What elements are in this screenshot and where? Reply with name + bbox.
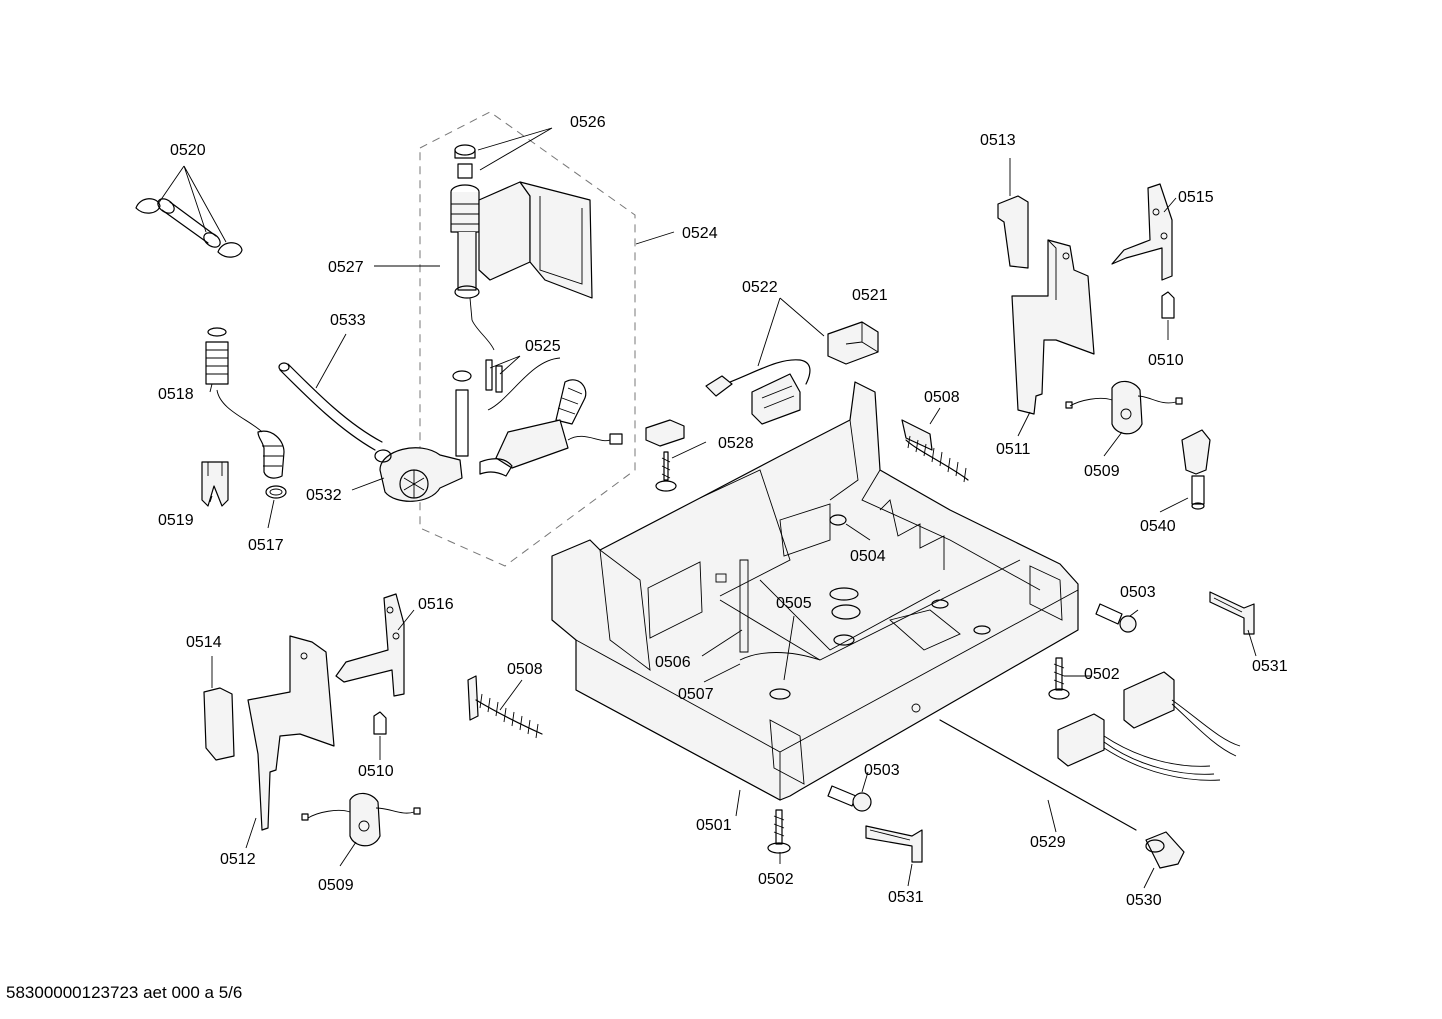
part-0510-clip-left <box>373 711 387 735</box>
label-0509-right: 0509 <box>1084 463 1120 480</box>
leader-lines <box>157 127 1257 889</box>
label-0517: 0517 <box>248 537 284 554</box>
part-0528-bracket-screw <box>645 419 685 492</box>
document-footer-id: 58300000123723 aet 000 a 5/6 <box>6 983 242 1002</box>
label-0531-bottom: 0531 <box>888 889 924 906</box>
label-0502-right: 0502 <box>1084 666 1120 683</box>
label-0526: 0526 <box>570 114 606 131</box>
part-0529-rod <box>939 719 1137 831</box>
label-0508-right: 0508 <box>924 389 960 406</box>
label-0528: 0528 <box>718 435 754 452</box>
label-0502-bottom: 0502 <box>758 871 794 888</box>
part-0521-connector-housing <box>827 321 879 365</box>
part-0516-small-bracket <box>335 593 405 697</box>
label-0518: 0518 <box>158 386 194 403</box>
part-0502-screw-right <box>1048 657 1070 700</box>
part-0509-sensor-left <box>301 792 421 847</box>
part-0540-sensor-probe <box>1181 429 1211 510</box>
label-0521: 0521 <box>852 287 888 304</box>
label-0508-left: 0508 <box>507 661 543 678</box>
label-0531-right: 0531 <box>1252 658 1288 675</box>
part-0515-small-bracket <box>1111 183 1173 281</box>
part-0508-spring-right <box>901 419 969 483</box>
assembly-0524-boundary <box>419 111 636 567</box>
part-0526-valve-caps <box>454 144 476 179</box>
label-0503-right: 0503 <box>1120 584 1156 601</box>
part-0508-spring-left <box>467 675 543 739</box>
part-0513-bracket <box>997 195 1029 269</box>
label-0511: 0511 <box>996 441 1031 458</box>
label-0520: 0520 <box>170 142 206 159</box>
part-0531-clip-right <box>1209 591 1255 635</box>
part-0517-seal-ring <box>265 485 287 499</box>
part-0509-sensor-right <box>1065 380 1183 435</box>
part-wiring-harness <box>1057 671 1241 781</box>
part-0501-base-tray <box>551 381 1079 801</box>
part-0531-clip-bottom <box>865 825 923 863</box>
part-0514-cover <box>203 687 235 761</box>
label-0501: 0501 <box>696 817 732 834</box>
label-0506: 0506 <box>655 654 691 671</box>
label-0529: 0529 <box>1030 834 1066 851</box>
part-0525-heater-hose <box>479 379 623 477</box>
label-0530: 0530 <box>1126 892 1162 909</box>
part-0530-plug <box>1145 831 1185 869</box>
part-0503-screw-bottom <box>827 785 872 812</box>
label-0507: 0507 <box>678 686 714 703</box>
label-0503-bottom: 0503 <box>864 762 900 779</box>
label-0527: 0527 <box>328 259 364 276</box>
label-0512: 0512 <box>220 851 256 868</box>
part-0525-connectors <box>452 357 561 457</box>
label-0509-left: 0509 <box>318 877 354 894</box>
part-0533-drain-tube <box>278 362 383 451</box>
label-0524: 0524 <box>682 225 718 242</box>
part-0519-hose-holder <box>201 461 229 507</box>
label-0504: 0504 <box>850 548 886 565</box>
part-0511-side-bracket <box>1011 239 1095 415</box>
label-0505: 0505 <box>776 595 812 612</box>
part-0502-screw-bottom <box>767 809 791 854</box>
label-0519: 0519 <box>158 512 194 529</box>
label-0516: 0516 <box>418 596 454 613</box>
part-labels: 0520 0526 0524 0527 0533 0525 0518 0532 … <box>158 114 1288 909</box>
label-0510-left: 0510 <box>358 763 394 780</box>
part-0520-hose-with-clamps <box>135 198 243 258</box>
part-0510-clip-right <box>1161 291 1175 319</box>
part-0532-pump <box>374 447 463 502</box>
label-0525: 0525 <box>525 338 561 355</box>
part-0527-valve <box>450 181 593 351</box>
label-0532: 0532 <box>306 487 342 504</box>
label-0522: 0522 <box>742 279 778 296</box>
label-0540: 0540 <box>1140 518 1176 535</box>
label-0513: 0513 <box>980 132 1016 149</box>
part-0512-side-bracket <box>247 635 335 831</box>
label-0510-right: 0510 <box>1148 352 1184 369</box>
part-0522-cable <box>705 359 811 425</box>
part-0518-corrugated-hose <box>205 327 285 479</box>
part-0503-screw-right <box>1095 603 1137 633</box>
label-0515: 0515 <box>1178 189 1214 206</box>
label-0514: 0514 <box>186 634 222 651</box>
label-0533: 0533 <box>330 312 366 329</box>
